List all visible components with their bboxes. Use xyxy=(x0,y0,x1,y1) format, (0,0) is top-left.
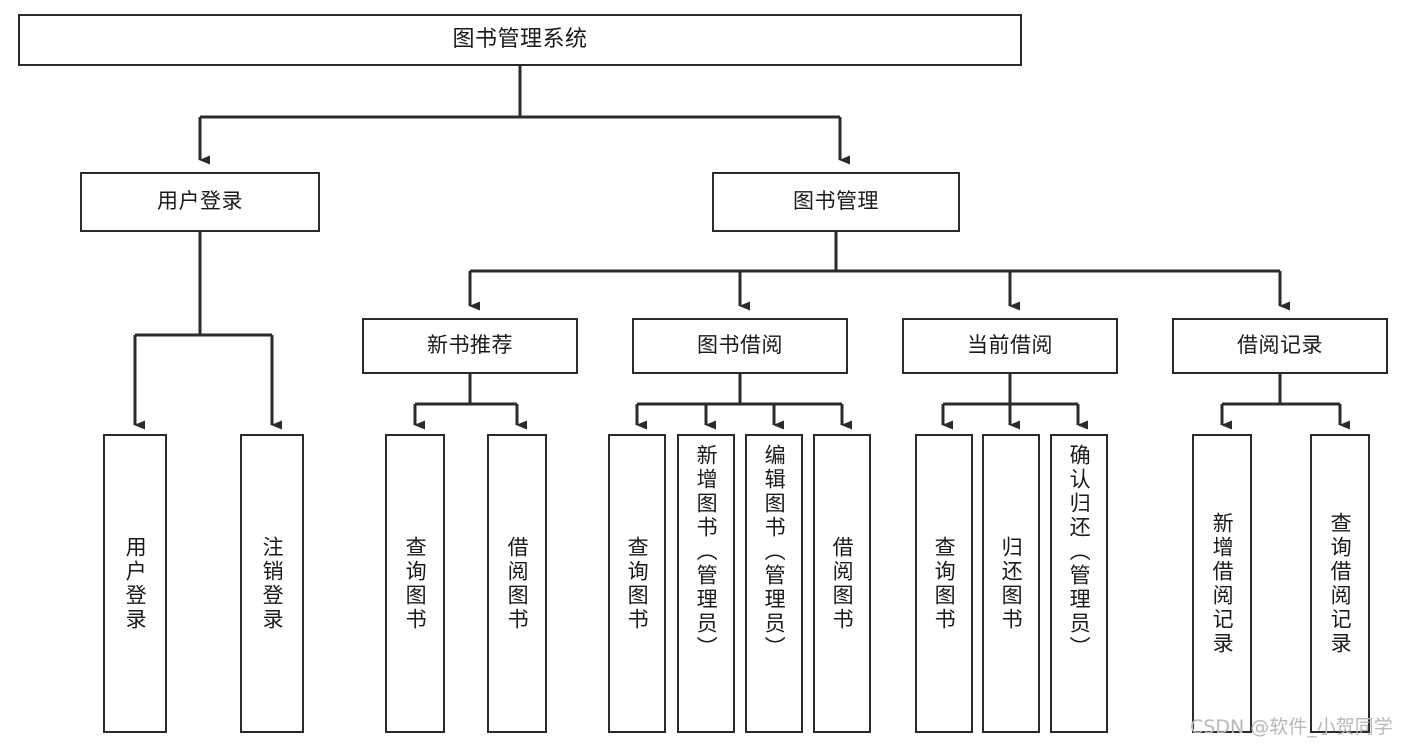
watermark-text: CSDN @软件_小贺同学 xyxy=(1190,716,1393,738)
node-label: 图书借阅 xyxy=(697,333,783,358)
node-label: 新增图书（管理员） xyxy=(694,444,719,660)
node-book-borrowing[interactable]: 图书借阅 xyxy=(632,318,848,374)
leaf-query-borrow-record[interactable]: 查询借阅记录 xyxy=(1310,434,1370,733)
node-label: 借阅记录 xyxy=(1237,333,1323,358)
leaf-add-borrow-record[interactable]: 新增借阅记录 xyxy=(1192,434,1252,733)
node-user-login[interactable]: 用户登录 xyxy=(80,172,320,232)
node-root-book-management-system[interactable]: 图书管理系统 xyxy=(18,14,1022,66)
node-label: 当前借阅 xyxy=(967,333,1053,358)
node-label: 新书推荐 xyxy=(427,333,513,358)
node-label: 归还图书 xyxy=(999,535,1024,632)
node-borrowing-records[interactable]: 借阅记录 xyxy=(1172,318,1388,374)
node-new-book-recommendation[interactable]: 新书推荐 xyxy=(362,318,578,374)
node-label: 查询图书 xyxy=(932,535,957,632)
node-label: 图书管理 xyxy=(793,189,879,214)
leaf-recommend-borrow-book[interactable]: 借阅图书 xyxy=(487,434,547,733)
node-label: 查询图书 xyxy=(403,535,428,632)
leaf-confirm-return-admin[interactable]: 确认归还（管理员） xyxy=(1050,434,1108,733)
node-current-borrowing[interactable]: 当前借阅 xyxy=(902,318,1118,374)
node-label: 借阅图书 xyxy=(830,535,855,632)
node-label: 注销登录 xyxy=(260,535,285,632)
leaf-add-book-admin[interactable]: 新增图书（管理员） xyxy=(677,434,735,733)
node-label: 用户登录 xyxy=(123,535,148,632)
node-label: 编辑图书（管理员） xyxy=(762,444,787,660)
leaf-edit-book-admin[interactable]: 编辑图书（管理员） xyxy=(745,434,803,733)
node-book-management[interactable]: 图书管理 xyxy=(712,172,960,232)
leaf-recommend-query-book[interactable]: 查询图书 xyxy=(385,434,445,733)
leaf-return-book[interactable]: 归还图书 xyxy=(982,434,1040,733)
node-label: 查询图书 xyxy=(625,535,650,632)
leaf-current-query-book[interactable]: 查询图书 xyxy=(915,434,973,733)
node-label: 新增借阅记录 xyxy=(1210,511,1235,656)
leaf-borrow-lend-book[interactable]: 借阅图书 xyxy=(813,434,871,733)
node-label: 借阅图书 xyxy=(505,535,530,632)
leaf-user-logout[interactable]: 注销登录 xyxy=(240,434,304,733)
node-label: 查询借阅记录 xyxy=(1328,511,1353,656)
node-label: 确认归还（管理员） xyxy=(1067,444,1092,660)
node-label: 图书管理系统 xyxy=(452,26,588,52)
leaf-user-login[interactable]: 用户登录 xyxy=(103,434,167,733)
node-label: 用户登录 xyxy=(157,189,243,214)
leaf-borrow-query-book[interactable]: 查询图书 xyxy=(608,434,666,733)
